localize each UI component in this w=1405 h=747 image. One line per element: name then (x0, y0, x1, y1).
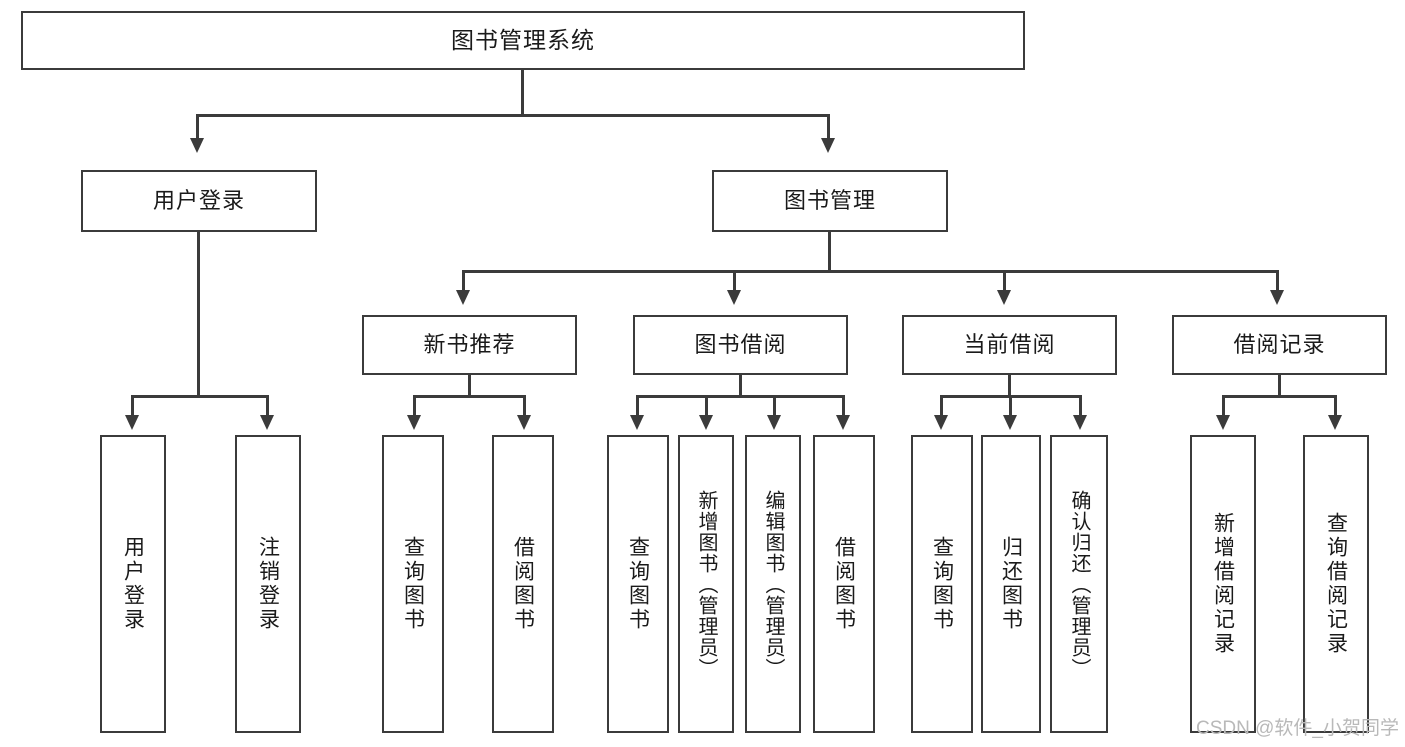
node-book-borrow[interactable]: 图书借阅 (633, 315, 848, 375)
node-label: 借阅记录 (1233, 332, 1326, 358)
connector-to-book-borrow (733, 270, 736, 292)
node-borrow-record[interactable]: 借阅记录 (1172, 315, 1387, 375)
connector-level3-bus (462, 270, 1279, 273)
leaf-user-login[interactable]: 用户登录 (100, 435, 166, 733)
arrowhead-nbr-leaf-2 (517, 415, 531, 430)
connector-to-current-borrow (1003, 270, 1006, 292)
leaf-edit-book-admin[interactable]: 编辑图书（管理员） (745, 435, 801, 733)
node-label: 当前借阅 (963, 332, 1056, 358)
node-label: 查询图书 (626, 536, 650, 632)
node-label: 确认归还（管理员） (1068, 489, 1090, 679)
node-label: 编辑图书（管理员） (762, 489, 784, 679)
arrowhead-book-borrow (727, 290, 741, 305)
node-book-management[interactable]: 图书管理 (712, 170, 948, 232)
leaf-borrow-book[interactable]: 借阅图书 (813, 435, 875, 733)
connector-user-login-bus (131, 395, 269, 398)
node-label: 图书管理系统 (451, 27, 595, 54)
node-label: 用户登录 (152, 188, 245, 214)
leaf-add-borrow-record[interactable]: 新增借阅记录 (1190, 435, 1256, 733)
connector-user-login-leaf-1 (131, 395, 134, 417)
arrowhead-bb-leaf-4 (836, 415, 850, 430)
node-label: 查询借阅记录 (1324, 512, 1348, 656)
connector-cb-leaf-3 (1079, 395, 1082, 417)
arrowhead-bb-leaf-1 (630, 415, 644, 430)
node-label: 查询图书 (401, 536, 425, 632)
connector-user-login-leaf-2 (266, 395, 269, 417)
arrowhead-cb-leaf-3 (1073, 415, 1087, 430)
connector-bb-leaf-1 (636, 395, 639, 417)
arrowhead-leaf-logout (260, 415, 274, 430)
node-label: 新书推荐 (423, 332, 516, 358)
connector-nbr-leaf-1 (413, 395, 416, 417)
arrowhead-br-leaf-1 (1216, 415, 1230, 430)
node-label: 注销登录 (256, 536, 280, 632)
arrowhead-bb-leaf-3 (767, 415, 781, 430)
leaf-add-book-admin[interactable]: 新增图书（管理员） (678, 435, 734, 733)
connector-root-to-user-login (196, 114, 199, 140)
watermark-text: CSDN @软件_小贺同学 (1196, 718, 1399, 739)
connector-root-bus (196, 114, 830, 117)
node-label: 用户登录 (121, 536, 145, 632)
connector-new-book-recommend-stem (468, 375, 471, 397)
connector-borrow-record-bus (1222, 395, 1337, 398)
connector-new-book-recommend-bus (413, 395, 526, 398)
connector-bb-leaf-2 (705, 395, 708, 417)
node-label: 借阅图书 (511, 536, 535, 632)
connector-cb-leaf-1 (940, 395, 943, 417)
leaf-confirm-return-admin[interactable]: 确认归还（管理员） (1050, 435, 1108, 733)
arrowhead-current-borrow (997, 290, 1011, 305)
node-label: 新增借阅记录 (1211, 512, 1235, 656)
connector-bb-leaf-4 (842, 395, 845, 417)
connector-to-new-book-recommend (462, 270, 465, 292)
arrowhead-cb-leaf-2 (1003, 415, 1017, 430)
arrowhead-borrow-record (1270, 290, 1284, 305)
node-label: 查询图书 (930, 536, 954, 632)
leaf-borrow-book-recommend[interactable]: 借阅图书 (492, 435, 554, 733)
arrowhead-cb-leaf-1 (934, 415, 948, 430)
connector-current-borrow-stem (1008, 375, 1011, 397)
arrowhead-book-management (821, 138, 835, 153)
node-user-login[interactable]: 用户登录 (81, 170, 317, 232)
node-current-borrow[interactable]: 当前借阅 (902, 315, 1117, 375)
node-label: 借阅图书 (832, 536, 856, 632)
connector-nbr-leaf-2 (523, 395, 526, 417)
connector-root-stem (521, 70, 524, 116)
leaf-query-borrow-record[interactable]: 查询借阅记录 (1303, 435, 1369, 733)
node-label: 新增图书（管理员） (695, 489, 717, 679)
arrowhead-bb-leaf-2 (699, 415, 713, 430)
connector-br-leaf-2 (1334, 395, 1337, 417)
arrowhead-nbr-leaf-1 (407, 415, 421, 430)
arrowhead-leaf-user-login (125, 415, 139, 430)
connector-borrow-record-stem (1278, 375, 1281, 397)
connector-book-borrow-bus (636, 395, 845, 398)
leaf-query-book-borrow[interactable]: 查询图书 (607, 435, 669, 733)
connector-br-leaf-1 (1222, 395, 1225, 417)
connector-to-borrow-record (1276, 270, 1279, 292)
arrowhead-user-login (190, 138, 204, 153)
connector-user-login-stem (197, 232, 200, 397)
node-label: 归还图书 (999, 536, 1023, 632)
node-label: 图书借阅 (694, 332, 787, 358)
leaf-return-book[interactable]: 归还图书 (981, 435, 1041, 733)
leaf-query-book-current[interactable]: 查询图书 (911, 435, 973, 733)
connector-cb-leaf-2 (1009, 395, 1012, 417)
connector-book-borrow-stem (739, 375, 742, 397)
connector-bb-leaf-3 (773, 395, 776, 417)
node-root-book-management-system[interactable]: 图书管理系统 (21, 11, 1025, 70)
leaf-logout[interactable]: 注销登录 (235, 435, 301, 733)
arrowhead-new-book-recommend (456, 290, 470, 305)
node-new-book-recommend[interactable]: 新书推荐 (362, 315, 577, 375)
leaf-query-book-recommend[interactable]: 查询图书 (382, 435, 444, 733)
node-label: 图书管理 (783, 188, 876, 214)
connector-book-management-stem (828, 232, 831, 272)
connector-root-to-book-management (827, 114, 830, 140)
arrowhead-br-leaf-2 (1328, 415, 1342, 430)
